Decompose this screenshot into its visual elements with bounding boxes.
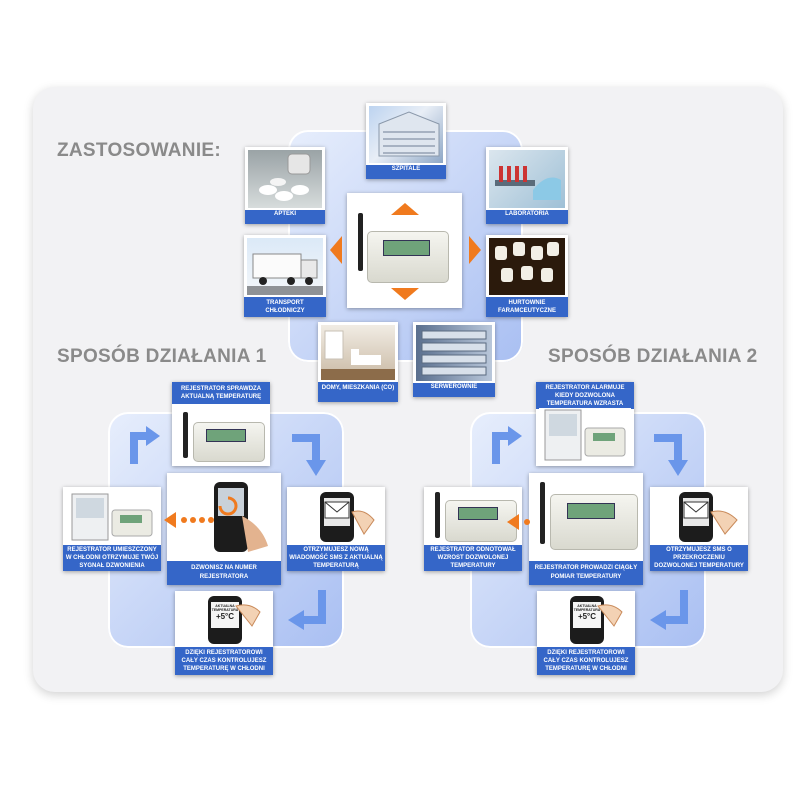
m2-caption-measure: REJESTRATOR PROWADZI CIĄGŁY POMIAR TEMPE… [529, 561, 643, 585]
m2-flow-arrow-down-icon [654, 434, 688, 476]
m1-step-call: DZWONISZ NA NUMER REJESTRATORA [167, 473, 281, 585]
m2-step-alarm: REJESTRATOR ALARMUJE KIEDY DOZWOLONA TEM… [536, 382, 634, 466]
m1-phone-call-image [170, 476, 278, 559]
caption-wholesale: HURTOWNIE FARAMCEUTYCZNE [486, 297, 568, 317]
server-rack-icon [421, 330, 487, 376]
m2-step-sms: OTRZYMUJESZ SMS O PRZEKROCZENIU DOZWOLON… [650, 487, 748, 571]
envelope-icon [683, 501, 738, 535]
tile-pharmacies: APTEKI [245, 147, 325, 224]
recorder-screen [206, 429, 246, 442]
temperature-recorder [193, 422, 265, 462]
m1-sms-image [290, 490, 382, 545]
m2-caption-recorded: REJESTRATOR ODNOTOWAŁ WZROST DOZWOLONEJ … [424, 545, 522, 571]
envelope-icon [324, 501, 375, 535]
heading-method-1: SPOSÓB DZIAŁANIA 1 [57, 346, 267, 367]
m1-phone-text: AKTUALNA TEMPERATURA [211, 604, 239, 612]
test-tubes-icon [495, 166, 561, 200]
caption-laboratories: LABORATORIA [486, 210, 568, 224]
pills-image [248, 150, 322, 208]
tile-laboratories: LABORATORIA [486, 147, 568, 224]
m1-caption-sms: OTRZYMUJESZ NOWĄ WIADOMOŚĆ SMS Z AKTUALN… [287, 545, 385, 571]
heading-method-2: SPOSÓB DZIAŁANIA 2 [548, 346, 758, 367]
tile-transport: TRANSPORT CHŁODNICZY [244, 235, 326, 317]
m1-flow-arrow-up-icon [130, 426, 160, 464]
m1-caption-signal: REJESTRATOR UMIESZCZONY W CHŁODNI OTRZYM… [63, 545, 161, 571]
vials-icon [495, 242, 559, 282]
m2-sms-image [653, 490, 745, 545]
arrow-up-icon [391, 203, 419, 215]
antenna [540, 482, 545, 544]
recorder-screen [458, 507, 498, 520]
hand-icon [597, 604, 623, 627]
m1-flow-arrow-left-icon [288, 590, 326, 630]
antenna [358, 213, 363, 271]
server-room-image [416, 325, 492, 381]
recorder-screen [383, 240, 430, 256]
caption-pharmacies: APTEKI [245, 210, 325, 224]
m1-control-image: AKTUALNA TEMPERATURA +5°C [178, 594, 270, 645]
m2-phone-value: +5°C [577, 612, 597, 621]
m2-recorder-large-image [532, 476, 640, 559]
m2-caption-control: DZIĘKI REJESTRATOROWI CAŁY CZAS KONTROLU… [537, 647, 635, 675]
m1-step-sms: OTRZYMUJESZ NOWĄ WIADOMOŚĆ SMS Z AKTUALN… [287, 487, 385, 571]
caption-servers: SERWEROWNIE [413, 383, 495, 397]
m2-caption-sms: OTRZYMUJESZ SMS O PRZEKROCZENIU DOZWOLON… [650, 545, 748, 571]
truck-image [247, 238, 323, 295]
m1-step-control: AKTUALNA TEMPERATURA +5°C DZIĘKI REJESTR… [175, 591, 273, 675]
m2-caption-alarm: REJESTRATOR ALARMUJE KIEDY DOZWOLONA TEM… [536, 382, 634, 409]
temperature-recorder [445, 500, 517, 542]
m1-flow-arrow-down-icon [292, 434, 326, 476]
m1-dotted-arrow-icon [164, 512, 214, 528]
m2-flow-arrow-up-icon [492, 426, 522, 464]
arrow-left-icon [330, 236, 342, 264]
hand-icon [235, 604, 261, 627]
tile-hospitals: SZPITALE [366, 103, 446, 179]
tile-servers: SERWEROWNIE [413, 322, 495, 397]
m1-step-check: REJESTRATOR SPRAWDZA AKTUALNĄ TEMPERATUR… [172, 382, 270, 466]
m1-fridge-image [66, 490, 158, 545]
caption-hospitals: SZPITALE [366, 165, 446, 179]
m1-recorder-image [175, 408, 267, 463]
caption-homes: DOMY, MIESZKANIA (CO) [318, 382, 398, 402]
m1-step-signal: REJESTRATOR UMIESZCZONY W CHŁODNI OTRZYM… [63, 487, 161, 571]
call-arrow-icon [218, 496, 268, 552]
mobile-phone-icon: AKTUALNA TEMPERATURA +5°C [570, 596, 604, 644]
m1-caption-check: REJESTRATOR SPRAWDZA AKTUALNĄ TEMPERATUR… [172, 382, 270, 404]
m2-fridge-image [539, 408, 631, 463]
fridge-icon [71, 493, 153, 541]
tile-homes: DOMY, MIESZKANIA (CO) [318, 322, 398, 402]
temperature-recorder [367, 231, 449, 283]
heading-zastosowanie: ZASTOSOWANIE: [57, 140, 221, 161]
m2-step-control: AKTUALNA TEMPERATURA +5°C DZIĘKI REJESTR… [537, 591, 635, 675]
temperature-recorder [550, 494, 638, 550]
m2-step-recorded: REJESTRATOR ODNOTOWAŁ WZROST DOZWOLONEJ … [424, 487, 522, 571]
pills-icon [259, 153, 311, 201]
vials-image [489, 238, 565, 295]
tile-wholesale: HURTOWNIE FARAMCEUTYCZNE [486, 235, 568, 317]
m2-dotted-arrow-icon [507, 514, 530, 530]
house-interior-icon [321, 330, 395, 380]
m1-caption-control: DZIĘKI REJESTRATOROWI CAŁY CZAS KONTROLU… [175, 647, 273, 675]
antenna [183, 412, 188, 458]
m2-control-image: AKTUALNA TEMPERATURA +5°C [540, 594, 632, 645]
m2-recorder-image [427, 490, 519, 545]
m1-caption-call: DZWONISZ NA NUMER REJESTRATORA [167, 561, 281, 585]
arrow-down-icon [391, 288, 419, 300]
arrow-right-icon [469, 236, 481, 264]
antenna [435, 492, 440, 538]
m1-phone-value: +5°C [215, 612, 235, 621]
caption-transport: TRANSPORT CHŁODNICZY [244, 297, 326, 317]
m2-flow-arrow-left-icon [650, 590, 688, 630]
truck-icon [247, 253, 323, 295]
living-room-image [321, 325, 395, 380]
center-device-tile [347, 193, 462, 308]
mobile-phone-icon: AKTUALNA TEMPERATURA +5°C [208, 596, 242, 644]
recorder-screen [567, 503, 615, 519]
hospital-building-image [369, 106, 443, 163]
laboratory-image [489, 150, 565, 208]
m2-phone-text: AKTUALNA TEMPERATURA [573, 604, 601, 612]
m2-step-measure: REJESTRATOR PROWADZI CIĄGŁY POMIAR TEMPE… [529, 473, 643, 585]
fridge-icon [544, 409, 626, 461]
building-icon [378, 111, 440, 157]
